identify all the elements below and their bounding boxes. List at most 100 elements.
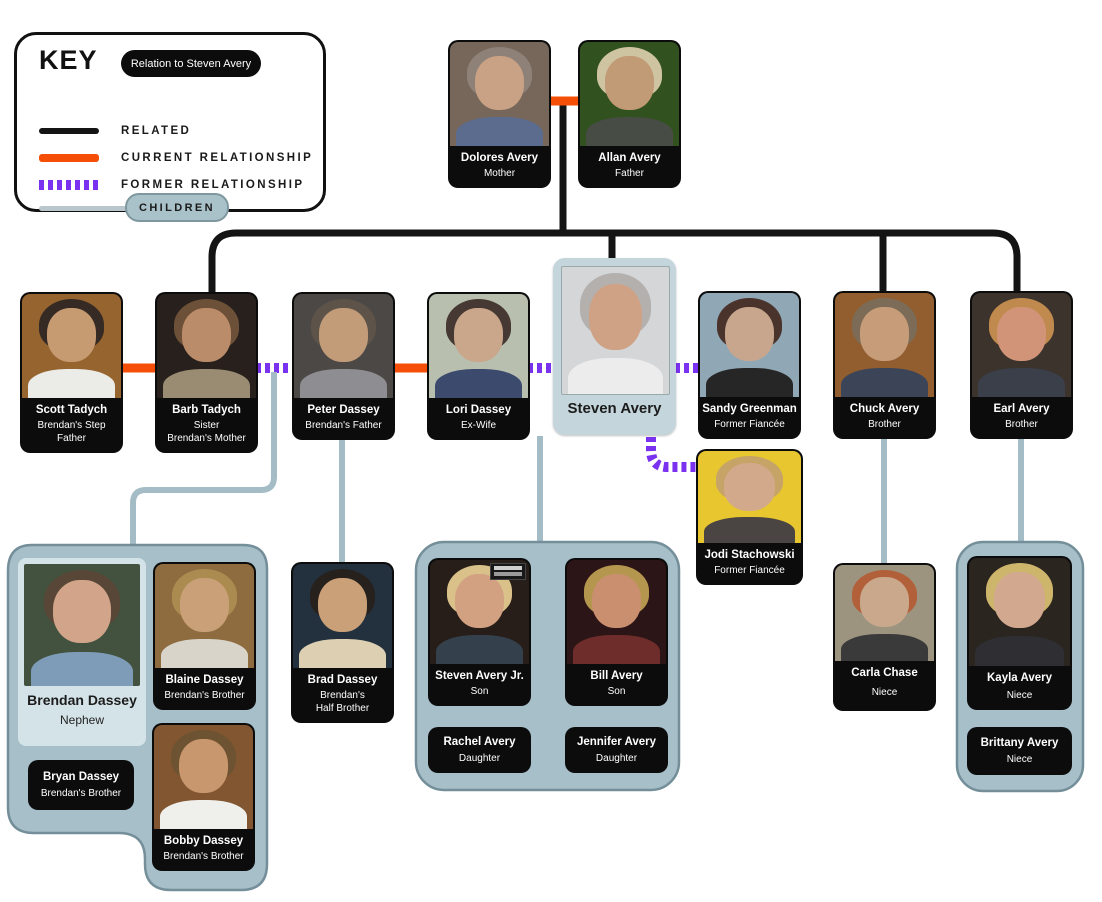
person-relation: Brother [868, 419, 901, 431]
person-name: Brad Dassey [307, 674, 378, 686]
legend-row-related: RELATED [39, 124, 191, 138]
person-card-steven: Steven Avery [553, 258, 676, 435]
key-legend: KEY Relation to Steven Avery RELATED CUR… [14, 32, 326, 222]
portrait-bobby [154, 725, 253, 829]
person-relation: Father [615, 168, 644, 180]
person-relation: Brendan's Brother [40, 787, 122, 799]
portrait-blaine [155, 564, 254, 668]
person-relation-2: Half Brother [315, 703, 370, 715]
person-relation: Brendan's Brother [164, 690, 245, 702]
person-card-steven-jr: Steven Avery Jr.Son [428, 558, 531, 707]
person-relation: Brendan's Brother [163, 851, 244, 863]
portrait-dolores [450, 42, 549, 146]
person-relation: Mother [483, 168, 516, 180]
person-name: Earl Avery [993, 403, 1050, 415]
person-relation: Brendan's [320, 690, 365, 702]
person-relation: Niece [1006, 753, 1033, 765]
person-name: Jennifer Avery [576, 736, 657, 749]
legend-label: FORMER RELATIONSHIP [121, 179, 305, 191]
person-relation: Ex-Wife [461, 420, 496, 432]
portrait-peter [294, 294, 393, 398]
line-barbpeter-to-dassey-children [130, 372, 277, 547]
person-name: Rachel Avery [443, 736, 516, 749]
person-name: Brittany Avery [980, 737, 1059, 750]
portrait-brendan [24, 564, 140, 686]
person-name: Peter Dassey [307, 404, 380, 416]
person-card-rachel: Rachel Avery Daughter [428, 727, 531, 773]
person-name: Lori Dassey [445, 404, 512, 416]
person-name: Bryan Dassey [42, 771, 120, 784]
legend-label: CHILDREN [138, 201, 216, 214]
portrait-steven-jr [430, 560, 529, 664]
person-card-bryan: Bryan Dassey Brendan's Brother [28, 760, 134, 810]
line-steven-jodi [646, 437, 697, 472]
person-relation: Brendan's Father [305, 420, 382, 432]
children-pill: CHILDREN [125, 193, 229, 222]
person-name: Bill Avery [590, 670, 643, 682]
person-name: Blaine Dassey [165, 674, 244, 686]
related-line-swatch [39, 128, 99, 134]
legend-label: RELATED [121, 125, 192, 137]
portrait-allan [580, 42, 679, 146]
portrait-carla [835, 565, 934, 661]
person-relation: Former Fiancée [714, 419, 785, 431]
portrait-lori [429, 294, 528, 398]
person-name: Jodi Stachowski [704, 549, 795, 561]
person-name: Steven Avery [567, 400, 662, 417]
legend-row-former: FORMER RELATIONSHIP [39, 178, 304, 192]
key-badge: Relation to Steven Avery [121, 50, 261, 77]
person-name: Chuck Avery [849, 403, 920, 415]
person-name: Barb Tadych [172, 404, 241, 416]
portrait-sandy [700, 293, 799, 397]
portrait-earl [972, 293, 1071, 397]
person-relation: Brendan's Step Father [37, 420, 106, 445]
person-relation: Former Fiancée [714, 565, 785, 577]
person-name: Kayla Avery [987, 672, 1052, 684]
portrait-jodi [698, 451, 801, 543]
portrait-scott [22, 294, 121, 398]
portrait-chuck [835, 293, 934, 397]
legend-row-children: CHILDREN [39, 193, 309, 223]
person-relation: Nephew [59, 713, 105, 727]
portrait-brad [293, 564, 392, 668]
person-card-brendan: Brendan Dassey Nephew [18, 558, 146, 746]
person-name: Carla Chase [851, 667, 918, 679]
key-title: KEY [39, 45, 98, 75]
person-card-brittany: Brittany Avery Niece [967, 727, 1072, 775]
portrait-steven [561, 266, 670, 395]
person-relation-2: Brendan's Mother [167, 433, 246, 445]
person-name: Sandy Greenman [702, 403, 797, 415]
person-relation: Son [607, 686, 626, 698]
person-card-jennifer: Jennifer Avery Daughter [565, 727, 668, 773]
person-name: Brendan Dassey [27, 692, 137, 708]
portrait-bill [567, 560, 666, 664]
current-relationship-swatch [39, 154, 99, 162]
portrait-kayla [969, 558, 1070, 666]
photo-watermark [490, 563, 526, 580]
legend-label: CURRENT RELATIONSHIP [121, 152, 314, 164]
person-relation: Niece [871, 687, 898, 699]
person-name: Dolores Avery [460, 152, 539, 164]
person-name: Allan Avery [598, 152, 661, 164]
portrait-barb [157, 294, 256, 398]
person-name: Bobby Dassey [163, 835, 244, 847]
person-relation: Niece [1006, 690, 1033, 702]
children-line-swatch [39, 206, 167, 211]
person-name: Scott Tadych [35, 404, 108, 416]
